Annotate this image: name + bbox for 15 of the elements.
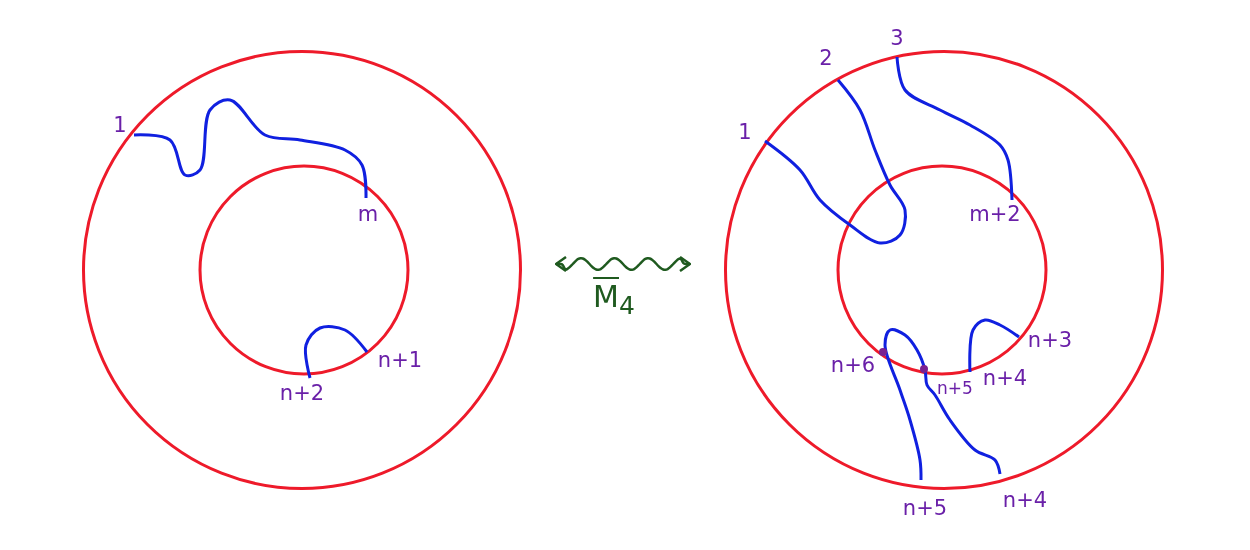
point-label: 3	[890, 27, 904, 49]
point-label: n+5	[937, 379, 973, 397]
edge-label: M$_{4}$	[593, 280, 635, 320]
point-label: n+5	[902, 497, 948, 519]
point-label: 2	[819, 47, 833, 69]
point-label: m	[357, 203, 379, 225]
point-label: 1	[113, 114, 127, 136]
point-label: n+6	[830, 354, 876, 376]
point-label: n+3	[1027, 329, 1073, 351]
point-label: m+2	[969, 203, 1021, 225]
point-label: 1	[738, 121, 752, 143]
point-label: n+1	[377, 349, 423, 371]
point-label: n+2	[279, 382, 325, 404]
point-label: n+4	[1002, 489, 1048, 511]
point-label: n+4	[982, 367, 1028, 389]
